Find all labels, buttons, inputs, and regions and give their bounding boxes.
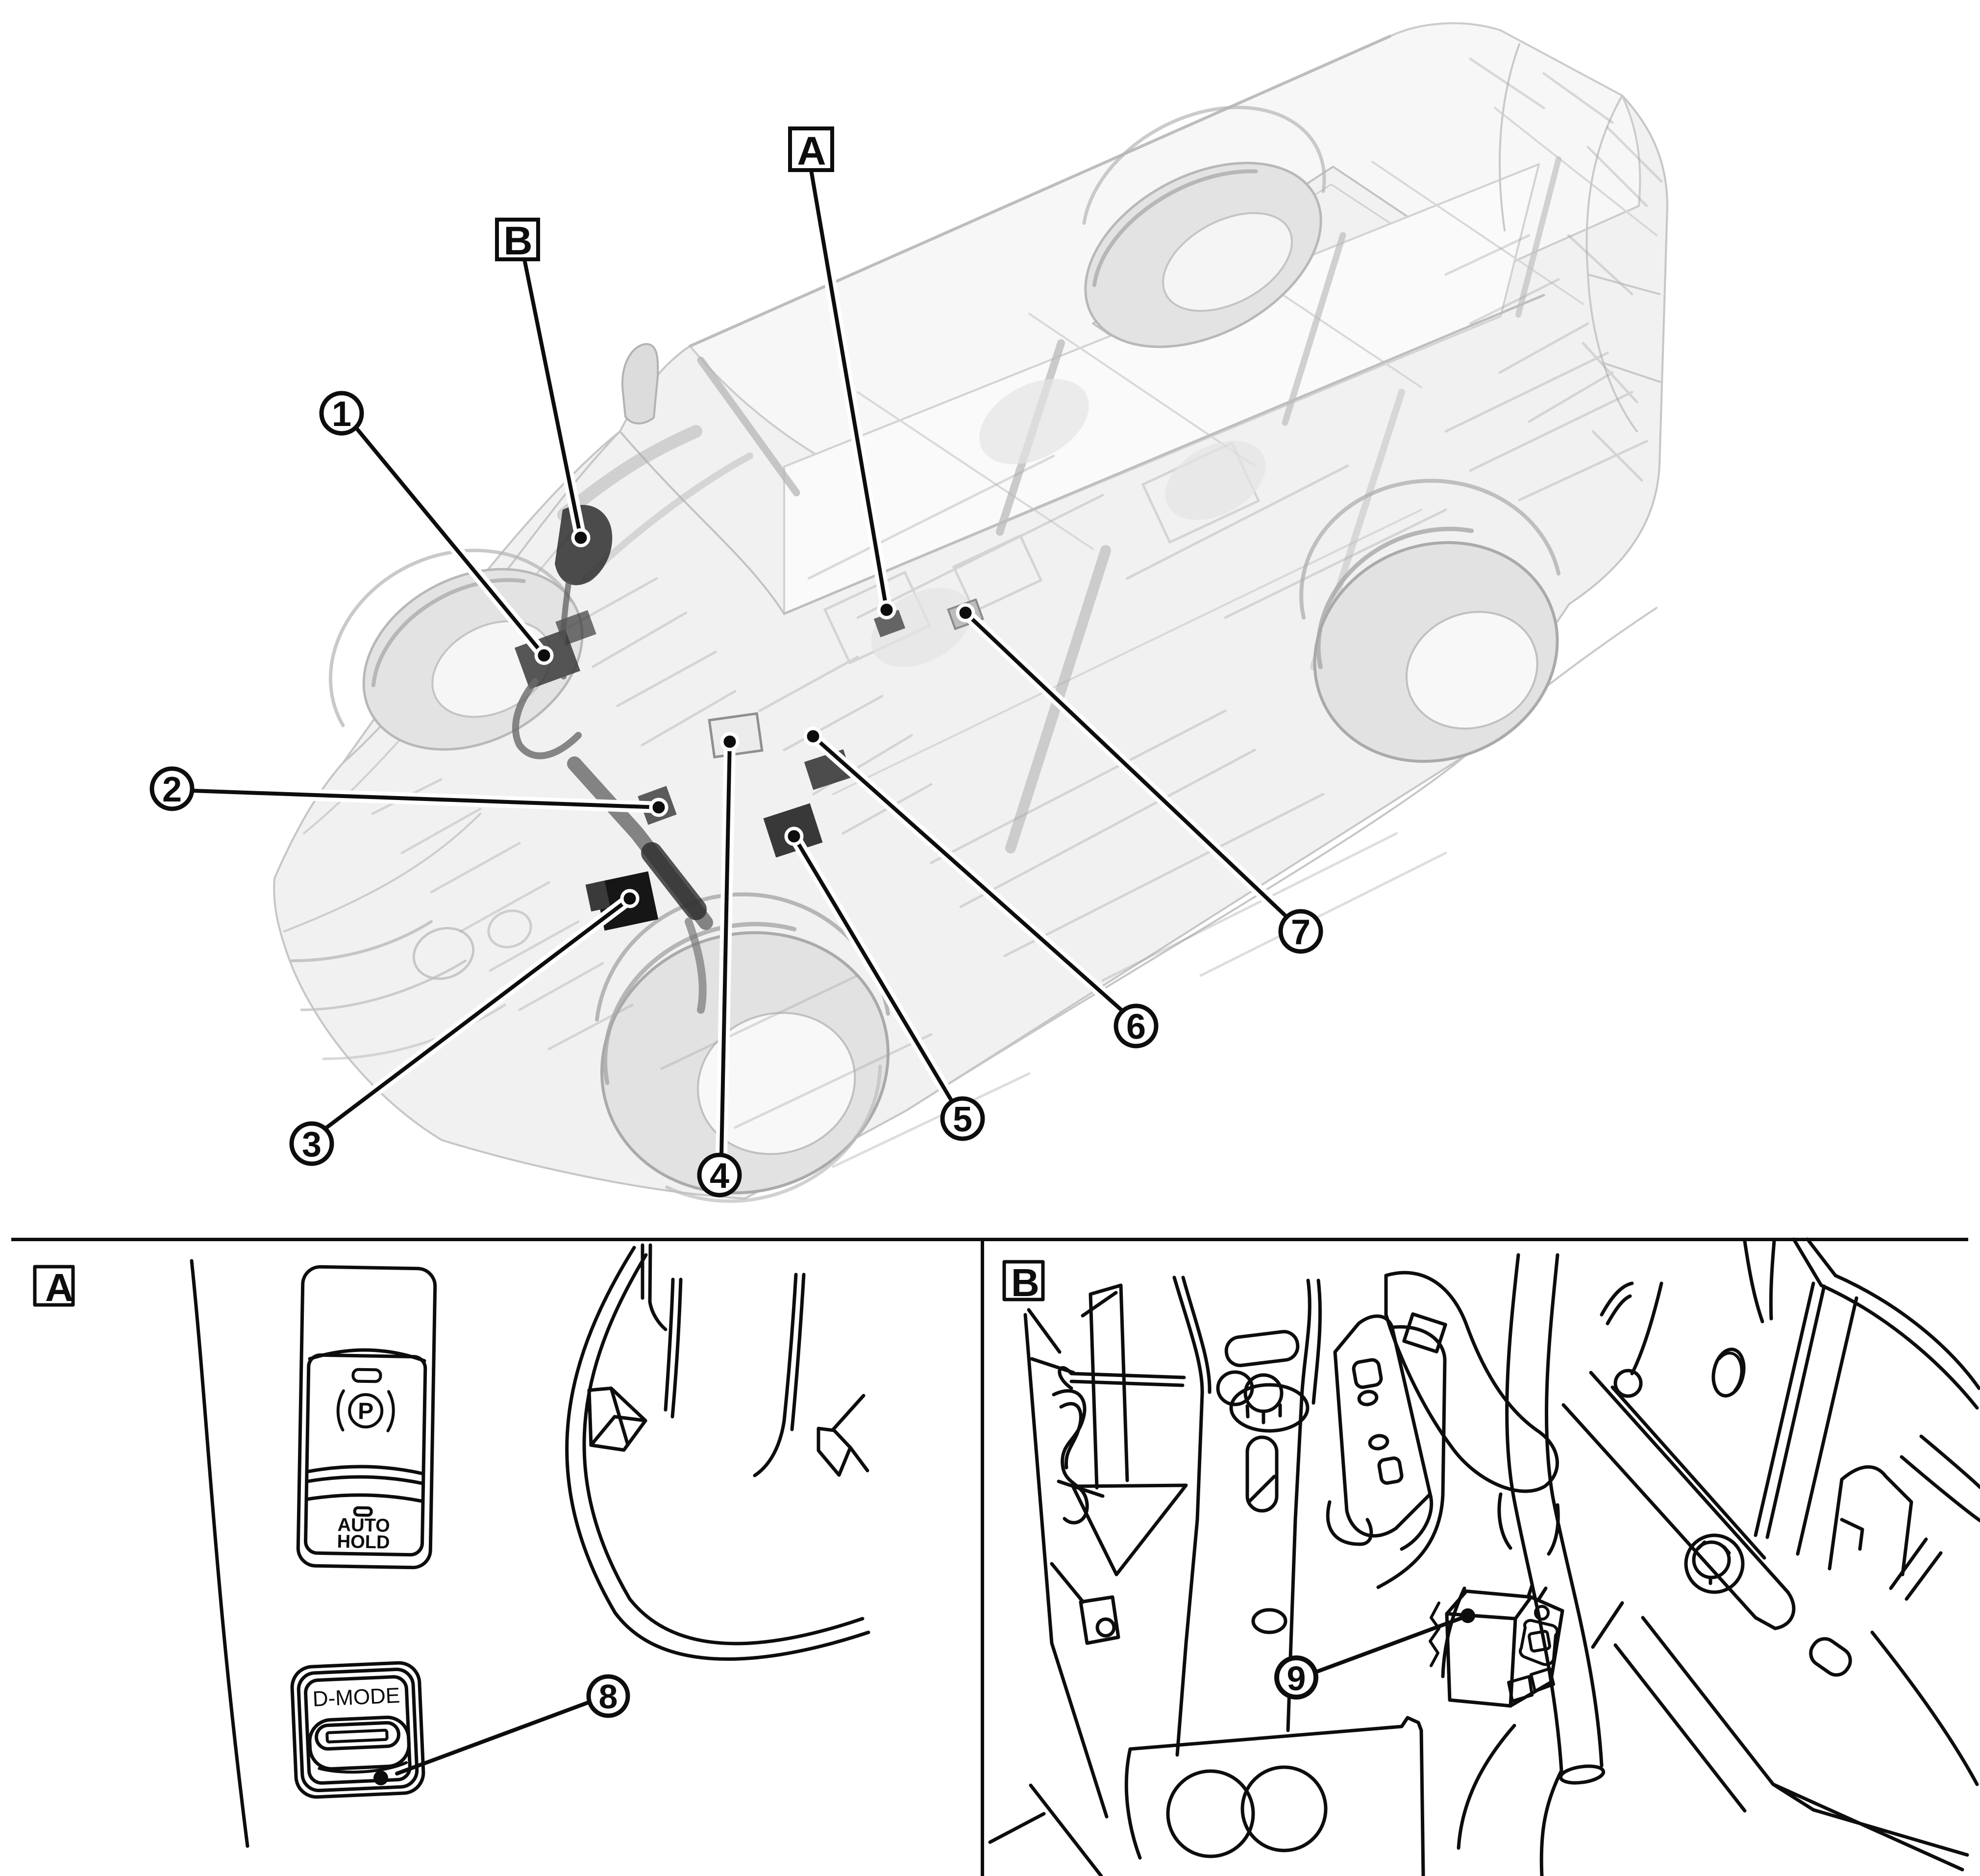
svg-text:D-MODE: D-MODE (312, 1683, 400, 1711)
svg-text:A: A (45, 1266, 74, 1309)
svg-text:6: 6 (1126, 1007, 1146, 1047)
svg-text:AUTO: AUTO (337, 1515, 390, 1536)
svg-text:4: 4 (710, 1156, 729, 1196)
svg-text:HOLD: HOLD (337, 1531, 390, 1553)
svg-text:B: B (503, 219, 532, 263)
svg-text:B: B (1011, 1261, 1040, 1304)
svg-text:A: A (797, 129, 826, 174)
svg-text:8: 8 (599, 1677, 618, 1716)
svg-text:2: 2 (162, 770, 182, 809)
svg-text:5: 5 (953, 1100, 972, 1139)
svg-text:7: 7 (1291, 913, 1311, 952)
svg-text:9: 9 (1287, 1659, 1306, 1698)
svg-text:1: 1 (332, 395, 351, 434)
svg-text:P: P (358, 1399, 374, 1425)
svg-text:3: 3 (302, 1125, 322, 1164)
